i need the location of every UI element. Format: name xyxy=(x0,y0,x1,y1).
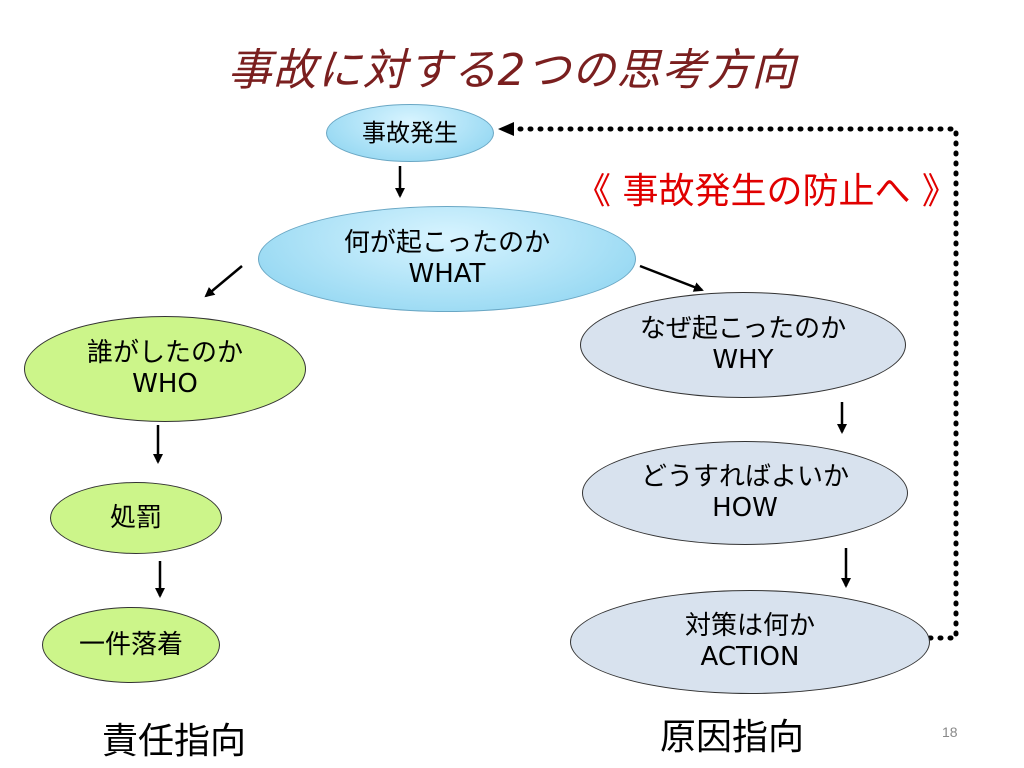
node-who-label: 誰がしたのか xyxy=(86,338,243,369)
arrow-what-to-who xyxy=(204,265,243,298)
node-who-english: WHO xyxy=(132,369,198,399)
node-why: なぜ起こったのか WHY xyxy=(580,292,906,398)
caption-responsibility: 責任指向 xyxy=(102,721,247,762)
node-what: 何が起こったのか WHAT xyxy=(258,206,636,312)
caption-cause: 原因指向 xyxy=(660,717,805,758)
prevention-slogan: 《 事故発生の防止へ 》 xyxy=(575,171,958,212)
node-why-english: WHY xyxy=(712,345,774,375)
node-how-label: どうすればよいか xyxy=(640,462,849,493)
node-punish: 処罰 xyxy=(50,482,222,554)
node-action-english: ACTION xyxy=(700,642,800,672)
slide-title: 事故に対する2つの思考方向 xyxy=(227,45,797,96)
node-what-english: WHAT xyxy=(408,259,486,289)
node-action-label: 対策は何か xyxy=(684,611,815,642)
arrow-what-to-why xyxy=(639,264,704,292)
node-how-english: HOW xyxy=(712,493,778,523)
node-how: どうすればよいか HOW xyxy=(582,441,908,545)
node-what-label: 何が起こったのか xyxy=(343,228,551,259)
feedback-arrowhead xyxy=(498,122,514,136)
node-incident: 事故発生 xyxy=(326,104,494,162)
node-who: 誰がしたのか WHO xyxy=(24,316,306,422)
node-why-label: なぜ起こったのか xyxy=(639,314,847,345)
page-number: 18 xyxy=(942,724,958,740)
node-settled: 一件落着 xyxy=(42,607,220,683)
node-action: 対策は何か ACTION xyxy=(570,590,930,694)
feedback-dotted-line xyxy=(505,126,959,641)
